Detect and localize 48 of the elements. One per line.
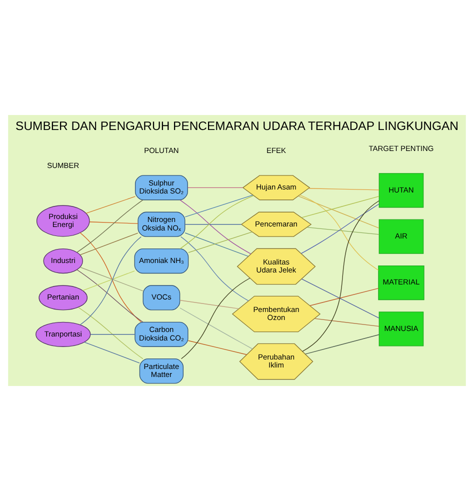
- connector: [76, 268, 144, 322]
- connector: [304, 334, 380, 354]
- label: TARGET PENTING: [368, 143, 434, 152]
- node-ellipse: Produksi Energi: [36, 204, 90, 236]
- node-box: VOCs: [142, 284, 180, 310]
- connector: [76, 199, 144, 252]
- node-box: MANUSIA: [378, 311, 424, 346]
- node-box: HUTAN: [378, 172, 424, 208]
- connector: [314, 318, 380, 326]
- label: POLUTAN: [144, 145, 179, 154]
- connector: [82, 270, 135, 290]
- connector: [302, 200, 380, 352]
- connector: [181, 277, 250, 359]
- connector: [301, 195, 380, 218]
- node-ellipse: Pertanian: [38, 284, 88, 310]
- connector: [188, 340, 248, 354]
- connector: [308, 188, 380, 190]
- label: SUMBER: [47, 160, 80, 170]
- node-ellipse: Tranportasi: [36, 321, 91, 346]
- node-box: Particulate Matter: [139, 358, 184, 384]
- connector: [180, 236, 249, 301]
- connector: [180, 307, 253, 349]
- node-box: MATERIAL: [378, 264, 424, 300]
- node-box: Carbon Dioksida CO₂: [134, 321, 188, 346]
- node-ellipse: Industri: [43, 248, 83, 274]
- connector: [180, 299, 240, 309]
- connector: [78, 306, 144, 359]
- connector: [188, 231, 252, 252]
- connector: [86, 196, 136, 214]
- connector: [80, 232, 138, 255]
- connector: [184, 232, 249, 256]
- diagram-title: SUMBER DAN PENGARUH PENCEMARAN UDARA TERHADAP LINGKUNGAN: [16, 118, 458, 133]
- connector: [310, 288, 379, 306]
- connector: [298, 195, 380, 228]
- connector: [188, 186, 244, 188]
- node-box: Nitrogen Oksida NOₓ: [138, 211, 186, 236]
- connector: [306, 226, 380, 234]
- node-box: Amoniak NH₃: [134, 248, 189, 274]
- connector: [89, 221, 138, 224]
- node-box: Sulphur Dioksida SO₂: [134, 174, 188, 200]
- connector: [301, 278, 380, 318]
- connector: [80, 266, 144, 291]
- connector: [84, 341, 140, 363]
- connector: [300, 203, 380, 254]
- connector: [184, 194, 254, 217]
- node-box: AIR: [378, 218, 424, 254]
- label: EFEK: [266, 145, 286, 154]
- connector: [299, 194, 379, 270]
